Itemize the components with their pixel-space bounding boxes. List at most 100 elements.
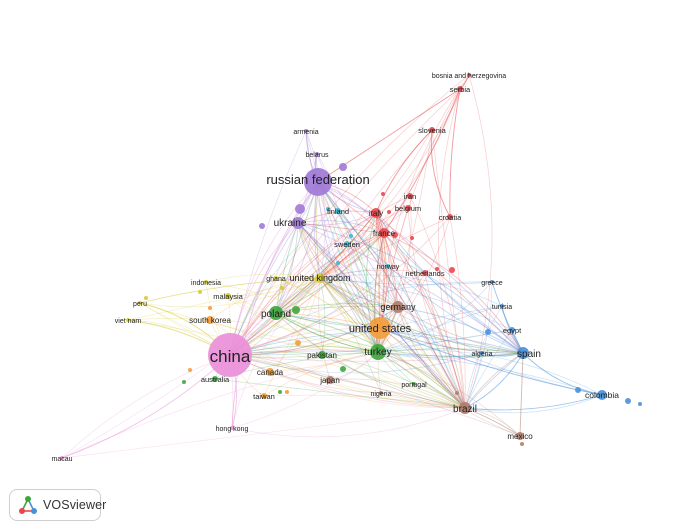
node-macau[interactable]	[60, 456, 64, 460]
minor-node[interactable]	[259, 223, 265, 229]
node-iran[interactable]	[407, 193, 413, 199]
node-russian-federation[interactable]	[304, 168, 332, 196]
node-pakistan[interactable]	[318, 351, 326, 359]
minor-node[interactable]	[485, 329, 491, 335]
link	[297, 222, 466, 409]
node-portugal[interactable]	[412, 382, 416, 386]
minor-node[interactable]	[198, 290, 202, 294]
link	[275, 181, 319, 314]
node-taiwan[interactable]	[261, 393, 267, 399]
link	[464, 305, 503, 409]
minor-node[interactable]	[638, 402, 642, 406]
minor-node[interactable]	[381, 192, 385, 196]
node-brazil[interactable]	[459, 402, 471, 414]
node-united-states[interactable]	[369, 317, 391, 339]
node-turkey[interactable]	[370, 344, 386, 360]
minor-node[interactable]	[435, 267, 439, 271]
node-spain[interactable]	[517, 347, 529, 359]
link	[297, 222, 466, 409]
node-hong-kong[interactable]	[230, 426, 234, 430]
label-norway: norway	[377, 264, 400, 271]
minor-node[interactable]	[278, 390, 282, 394]
link	[321, 354, 466, 409]
vosviewer-logo-icon	[18, 495, 38, 515]
link	[464, 352, 524, 409]
node-indonesia[interactable]	[204, 280, 208, 284]
minor-node[interactable]	[326, 207, 330, 211]
minor-node[interactable]	[182, 380, 186, 384]
node-canada[interactable]	[266, 368, 274, 376]
node-france[interactable]	[379, 228, 389, 238]
label-united-kingdom: united kingdom	[289, 273, 350, 283]
link	[379, 327, 603, 396]
minor-node[interactable]	[340, 366, 346, 372]
minor-node[interactable]	[280, 286, 284, 290]
node-ghana[interactable]	[274, 276, 278, 280]
node-italy[interactable]	[371, 208, 381, 218]
minor-node[interactable]	[339, 163, 347, 171]
node-algeria[interactable]	[480, 351, 484, 355]
node-belarus[interactable]	[315, 152, 319, 156]
minor-node[interactable]	[625, 398, 631, 404]
link	[275, 212, 377, 314]
link	[227, 277, 321, 297]
minor-node[interactable]	[285, 390, 289, 394]
node-armenia[interactable]	[304, 129, 308, 133]
link	[275, 305, 399, 314]
node-viet-nam[interactable]	[126, 318, 130, 322]
link	[317, 181, 524, 354]
node-norway[interactable]	[386, 264, 390, 268]
node-colombia[interactable]	[597, 390, 607, 400]
node-peru[interactable]	[138, 301, 142, 305]
node-nigeria[interactable]	[379, 391, 383, 395]
node-germany[interactable]	[392, 301, 404, 313]
minor-node[interactable]	[410, 236, 414, 240]
link	[319, 232, 385, 279]
minor-node[interactable]	[449, 267, 455, 273]
minor-node[interactable]	[387, 210, 391, 214]
node-japan[interactable]	[326, 376, 334, 384]
node-bosnia[interactable]	[467, 73, 471, 77]
minor-node[interactable]	[295, 340, 301, 346]
node-greece[interactable]	[490, 280, 494, 284]
minor-node[interactable]	[520, 442, 524, 446]
node-ukraine[interactable]	[292, 217, 304, 229]
minor-node[interactable]	[349, 234, 353, 238]
node-serbia[interactable]	[457, 86, 463, 92]
node-netherlands[interactable]	[422, 270, 428, 276]
link	[316, 153, 466, 409]
minor-node[interactable]	[575, 387, 581, 393]
link	[397, 306, 524, 354]
node-mexico[interactable]	[516, 432, 524, 440]
node-malaysia[interactable]	[225, 293, 231, 299]
link	[319, 216, 451, 279]
vosviewer-badge[interactable]: VOSviewer	[9, 489, 106, 521]
link	[297, 222, 399, 308]
node-south-korea[interactable]	[206, 316, 214, 324]
node-croatia[interactable]	[447, 214, 453, 220]
node-belgium[interactable]	[405, 205, 411, 211]
label-australia: australia	[201, 375, 230, 384]
minor-node[interactable]	[292, 306, 300, 314]
minor-node[interactable]	[188, 368, 192, 372]
minor-node[interactable]	[144, 296, 148, 300]
node-finland[interactable]	[335, 208, 341, 214]
node-egypt[interactable]	[509, 327, 515, 333]
node-united-kingdom[interactable]	[315, 273, 325, 283]
node-poland[interactable]	[269, 306, 283, 320]
minor-node[interactable]	[295, 204, 305, 214]
node-sweden[interactable]	[344, 241, 350, 247]
node-slovenia[interactable]	[429, 127, 435, 133]
node-australia[interactable]	[212, 376, 218, 382]
minor-node[interactable]	[392, 232, 398, 238]
node-china[interactable]	[208, 333, 252, 377]
minor-node[interactable]	[455, 391, 459, 395]
node-tunisia[interactable]	[500, 304, 504, 308]
minor-node[interactable]	[336, 261, 340, 265]
link	[209, 277, 321, 321]
label-china: china	[210, 347, 251, 366]
link	[317, 181, 399, 308]
link	[377, 351, 466, 409]
minor-node[interactable]	[208, 306, 212, 310]
